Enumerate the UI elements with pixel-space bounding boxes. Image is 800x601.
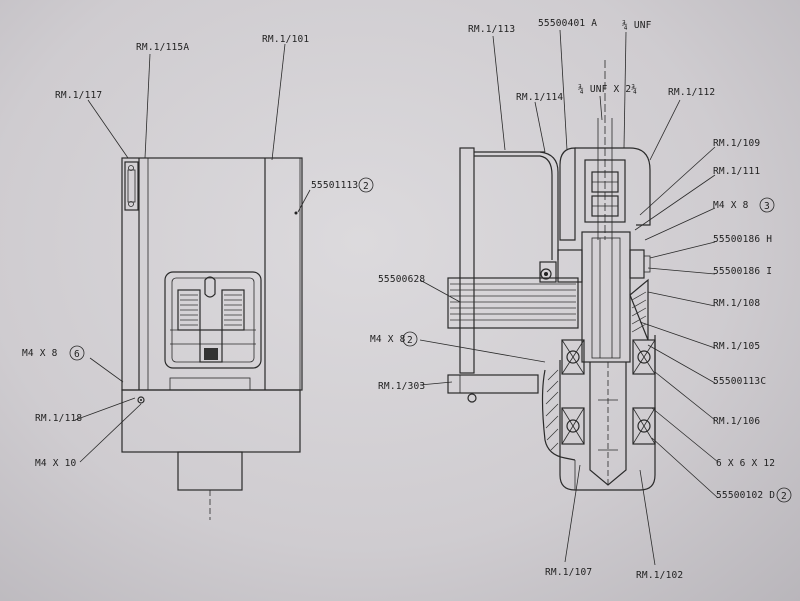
- label-55500186h: 55500186 H: [713, 234, 772, 245]
- window-frame: [164, 271, 262, 369]
- label-rm1-111: RM.1/111: [713, 166, 760, 177]
- label-rm1-105: RM.1/105: [713, 341, 760, 352]
- shaft-section: [447, 277, 579, 329]
- label-rm1-114: RM.1/114: [516, 92, 563, 103]
- front-view: [121, 157, 303, 520]
- label-unf: ¾ UNF: [622, 20, 652, 31]
- label-55500113c: 55500113C: [713, 376, 766, 387]
- label-55500401a: 55500401 A: [538, 18, 597, 29]
- base-block: [121, 389, 301, 453]
- shaft-stub: [177, 451, 243, 491]
- circled-2-a: 2: [363, 181, 369, 192]
- bearing-bottom-right: [632, 407, 656, 445]
- rotor: [581, 231, 631, 363]
- mounting-plate: [459, 147, 475, 374]
- circled-2-c: 2: [781, 491, 787, 502]
- label-55500102d: 55500102 D: [716, 490, 775, 501]
- label-rm1-108: RM.1/108: [713, 298, 760, 309]
- bearing-bottom-left: [561, 407, 585, 445]
- label-rm1-109: RM.1/109: [713, 138, 760, 149]
- label-m4x10: M4 X 10: [35, 458, 77, 469]
- bearing-top-left: [561, 339, 585, 375]
- label-rm1-102: RM.1/102: [636, 570, 683, 581]
- circled-2-b: 2: [407, 335, 413, 346]
- label-rm1-107: RM.1/107: [545, 567, 592, 578]
- label-m4x8-right: M4 X 8: [713, 200, 749, 211]
- label-rm1-106: RM.1/106: [713, 416, 760, 427]
- circled-6: 6: [74, 349, 80, 360]
- circled-3: 3: [764, 201, 770, 212]
- label-rm1-112: RM.1/112: [668, 87, 715, 98]
- leader-lines: [74, 29, 719, 566]
- section-view: [447, 60, 656, 491]
- label-55500186i: 55500186 I: [713, 266, 772, 277]
- label-rm1-101: RM.1/101: [262, 34, 309, 45]
- label-55501113: 55501113: [311, 180, 358, 191]
- label-rm1-115a: RM.1/115A: [136, 42, 189, 53]
- label-rm1-117: RM.1/117: [55, 90, 102, 101]
- label-55500628: 55500628: [378, 274, 425, 285]
- label-m4x8-left: M4 X 8: [22, 348, 58, 359]
- label-m4x8-center: M4 X 8: [370, 334, 406, 345]
- label-rm1-118: RM.1/118: [35, 413, 82, 424]
- label-6x6x12: 6 X 6 X 12: [716, 458, 775, 469]
- label-rm1-303: RM.1/303: [378, 381, 425, 392]
- label-rm1-113: RM.1/113: [468, 24, 515, 35]
- bearing-top-right: [632, 339, 656, 375]
- part-labels: RM.1/115A RM.1/101 RM.1/117 55501113 2 M…: [22, 18, 792, 581]
- label-unf-x: ¾ UNF X 2¾: [578, 84, 637, 95]
